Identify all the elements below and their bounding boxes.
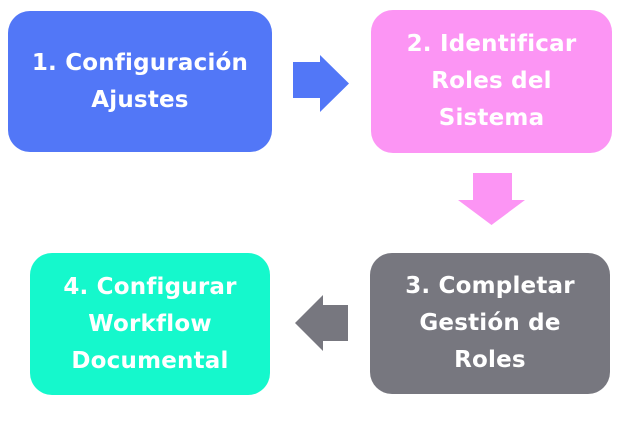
step-box-1: 1. Configuración Ajustes [8,11,272,152]
step-box-4: 4. Configurar Workflow Documental [30,253,270,395]
step-label-4: 4. Configurar Workflow Documental [63,273,237,374]
step-label-3: 3. Completar Gestión de Roles [405,273,575,373]
step-box-2: 2. Identificar Roles del Sistema [371,10,612,153]
step-box-3: 3. Completar Gestión de Roles [370,253,610,394]
step-label-1: 1. Configuración Ajustes [31,49,249,113]
arrow-right-icon [293,55,349,112]
step-label-2: 2. Identificar Roles del Sistema [406,31,577,131]
arrow-down-icon [458,173,525,225]
arrow-left-icon [295,295,348,351]
